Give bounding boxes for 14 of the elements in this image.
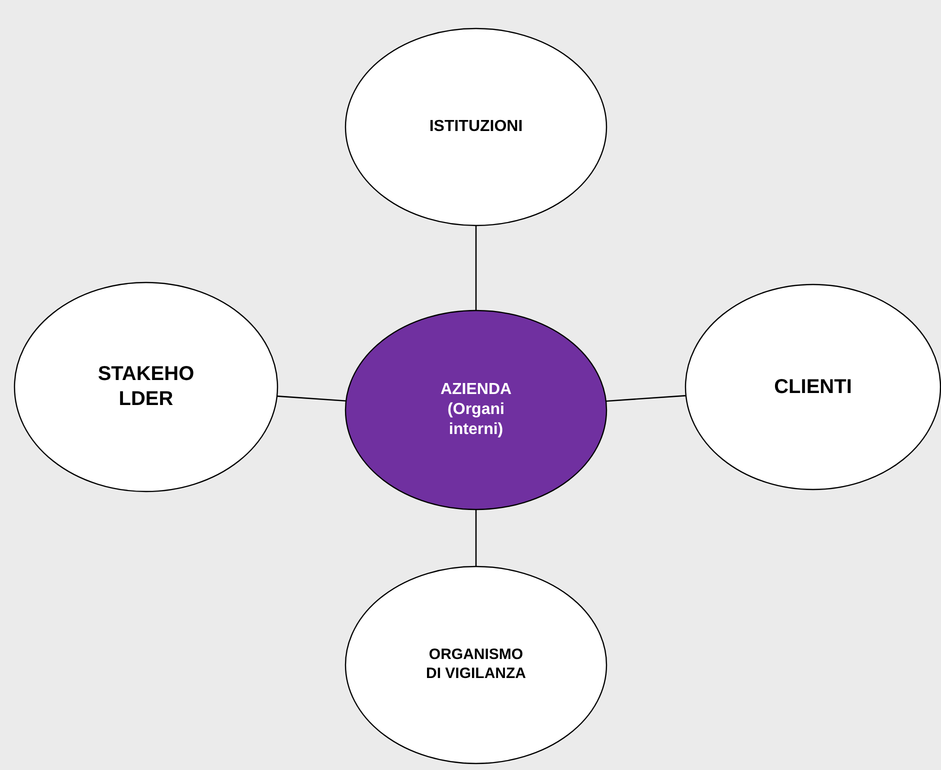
node-label: ORGANISMO DI VIGILANZA [425, 646, 527, 684]
ellipse-node [345, 310, 607, 510]
node-label: STAKEHOLDER [96, 362, 196, 412]
connector-line [606, 395, 686, 402]
ellipse-node [345, 566, 607, 764]
ellipse-node [345, 28, 607, 226]
node-label: CLIENTI [773, 374, 853, 400]
ellipse-node [685, 284, 941, 490]
connector-line [475, 510, 477, 566]
ellipse-node [14, 282, 278, 492]
connector-line [277, 396, 346, 402]
node-label: AZIENDA (Organi interni) [439, 380, 513, 440]
node-label: ISTITUZIONI [428, 117, 524, 137]
connector-line [475, 226, 477, 310]
